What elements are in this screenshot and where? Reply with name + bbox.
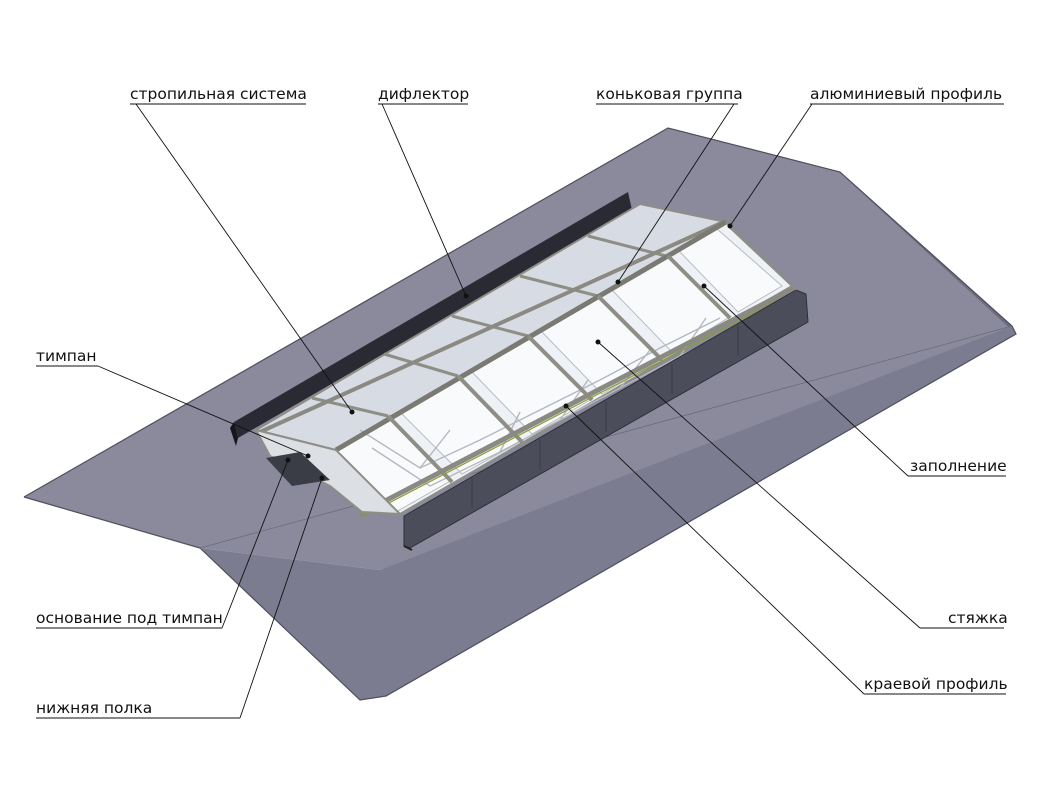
roof-edge — [23, 127, 1017, 701]
skylight — [253, 202, 809, 551]
label-rafter-system: стропильная система — [130, 85, 307, 103]
roof-front-slope — [200, 326, 1016, 700]
tympanum-base-part — [266, 452, 330, 486]
label-deflector: дифлектор — [378, 85, 469, 103]
label-tympanum: тимпан — [36, 347, 97, 365]
label-ridge-group: коньковая группа — [596, 85, 743, 103]
label-tie: стяжка — [948, 609, 1008, 627]
roof-right-slope — [840, 172, 1016, 334]
tympanum-part — [254, 428, 403, 516]
label-edge-profile: краевой профиль — [864, 675, 1008, 693]
deflector-part — [230, 192, 632, 446]
label-lower-shelf: нижняя полка — [36, 699, 152, 717]
edge-profile-bar — [358, 285, 796, 517]
label-aluminum-profile: алюминиевый профиль — [810, 85, 1002, 103]
labels: стропильная система дифлектор коньковая … — [36, 85, 1008, 717]
ridge-beam — [259, 218, 729, 434]
label-filling: заполнение — [910, 457, 1007, 475]
leader-lines — [36, 103, 1006, 719]
label-tympanum-base: основание под тимпан — [36, 609, 223, 627]
truss-details — [359, 317, 741, 487]
